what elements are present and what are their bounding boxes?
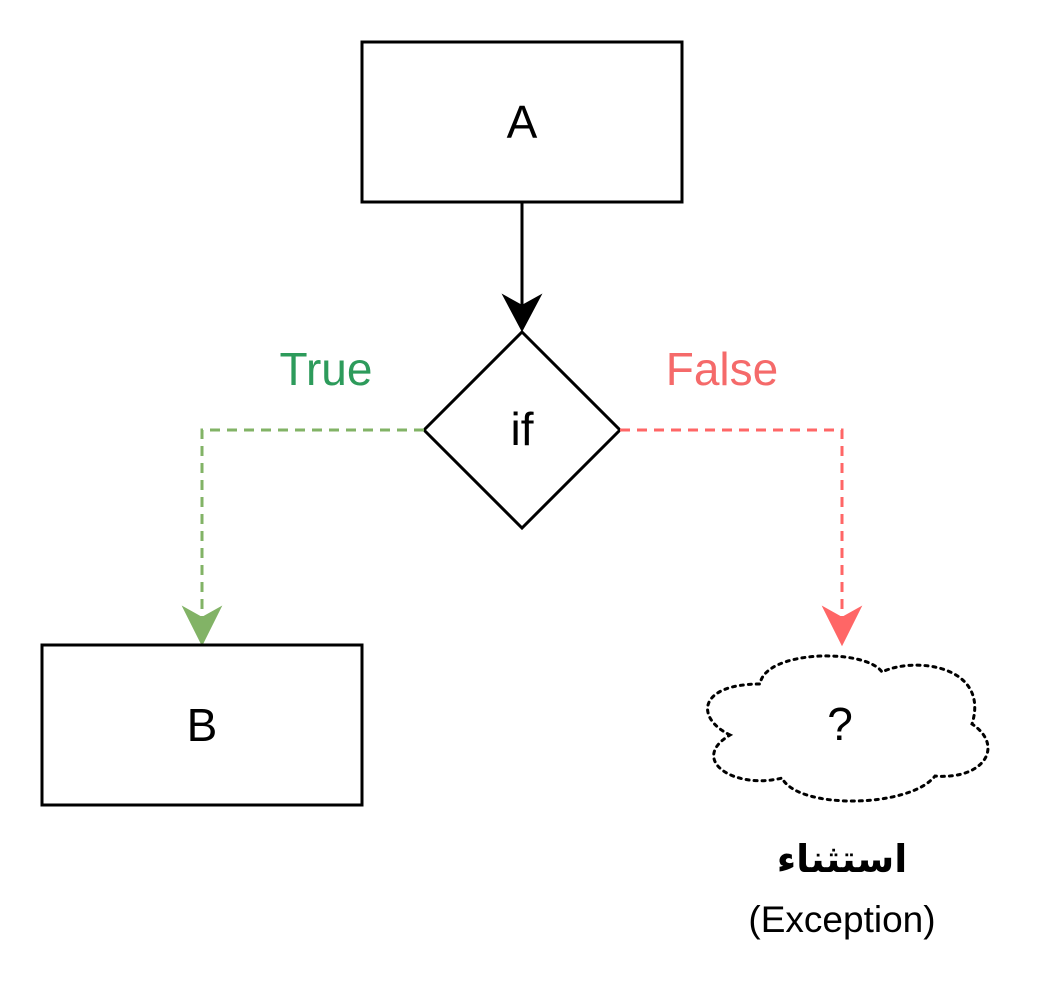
edge-true-to-b[interactable] [181,428,424,647]
exception-caption-arabic: استثناء [777,837,908,881]
node-b-label: B [187,699,218,751]
exception-cloud-label: ? [827,698,853,750]
node-a-label: A [507,96,538,148]
exception-node[interactable]: ? [706,654,990,803]
exception-cloud-shape [706,654,990,803]
edge-true-line [200,428,424,620]
decision-diamond [421,329,623,531]
edge-false-to-exception[interactable] [620,428,863,647]
exception-caption-english: (Exception) [748,899,935,940]
node-a[interactable]: A [360,40,684,204]
edge-a-to-decision-arrowhead [501,293,543,333]
decision-label: if [511,403,534,455]
edge-true-arrowhead [181,605,223,647]
node-a-box [360,40,684,204]
node-b[interactable]: B [40,643,364,807]
node-b-box [40,643,364,807]
edge-false-arrowhead [821,605,863,647]
false-branch-label: False [666,343,778,395]
decision-node[interactable]: if [421,329,623,531]
true-branch-label: True [280,343,373,395]
edge-false-line [620,428,844,620]
edge-a-to-decision[interactable] [501,202,543,333]
